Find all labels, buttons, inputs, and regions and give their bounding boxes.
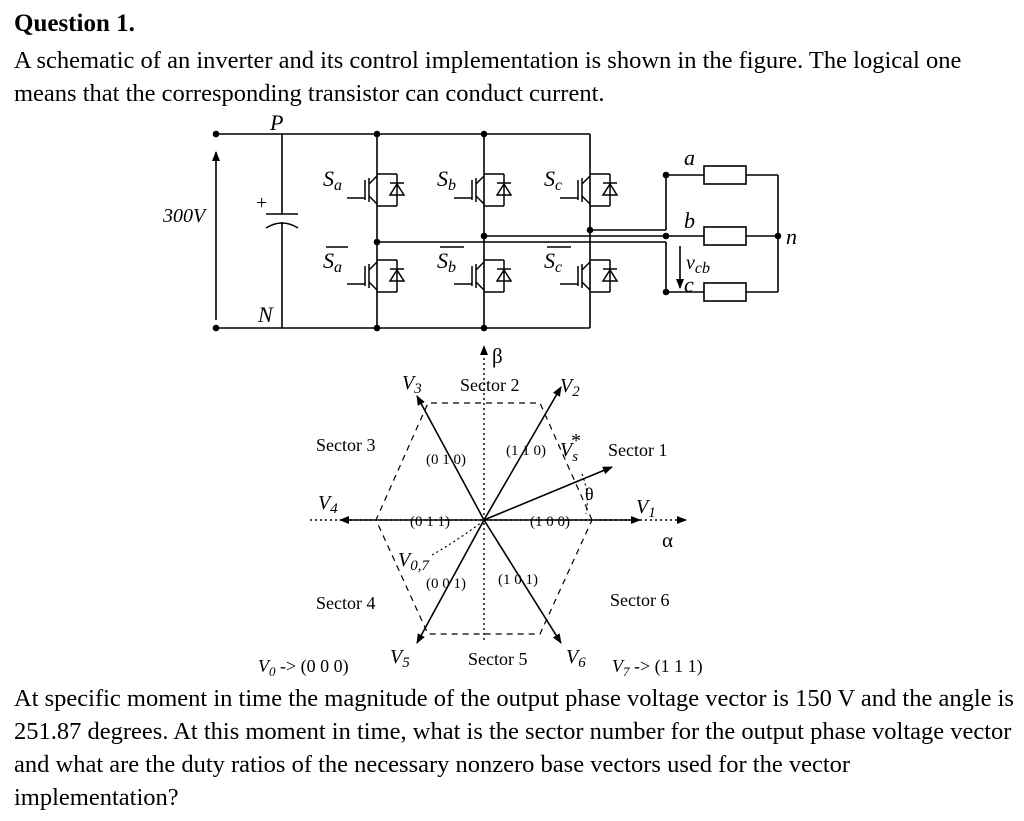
code-V3: (0 1 0)	[426, 452, 466, 468]
igbt-switch-c-bottom	[560, 259, 619, 293]
question-title: Question 1.	[14, 10, 135, 37]
label-output-b: b	[684, 208, 695, 233]
load-resistor-c	[703, 282, 747, 302]
label-V07: V0,7	[398, 549, 430, 574]
igbt-switch-b-bottom	[454, 259, 513, 293]
igbt-switch-a-top	[347, 173, 406, 207]
vector-V2	[483, 386, 562, 521]
igbt-switch-a-bottom	[347, 259, 406, 293]
load-resistor-b	[703, 226, 747, 246]
label-plus: +	[256, 192, 267, 214]
label-V2: V2	[560, 375, 580, 400]
igbt-switch-b-top	[454, 173, 513, 207]
label-V5: V5	[390, 646, 410, 671]
vector-V5	[416, 519, 485, 644]
label-alpha: α	[662, 528, 673, 552]
switch-array	[347, 173, 619, 293]
question-intro: A schematic of an inverter and its contr…	[14, 47, 962, 107]
label-output-c: c	[684, 272, 694, 297]
label-P: P	[269, 110, 283, 135]
zero-vector-pointer	[431, 521, 483, 556]
label-sector-1: Sector 1	[608, 440, 667, 460]
label-Sa-bar: Sa	[323, 248, 342, 276]
label-theta: θ	[585, 484, 594, 504]
label-vcb: vcb	[686, 252, 710, 277]
code-V4: (0 1 1)	[410, 514, 450, 530]
label-sector-2: Sector 2	[460, 375, 519, 395]
label-neutral: n	[786, 224, 797, 249]
label-V1: V1	[636, 496, 656, 521]
label-V4: V4	[318, 492, 338, 517]
label-beta: β	[492, 344, 503, 368]
label-Vs-star: Vs*	[560, 430, 580, 465]
code-V5: (0 0 1)	[426, 576, 466, 592]
label-sector-5: Sector 5	[468, 649, 527, 669]
igbt-switch-c-top	[560, 173, 619, 207]
label-sector-6: Sector 6	[610, 590, 669, 610]
label-V3: V3	[402, 372, 422, 397]
reference-vector-Vs	[483, 466, 613, 521]
label-Sb-bar: Sb	[437, 248, 456, 276]
label-V6: V6	[566, 646, 586, 671]
label-Sb: Sb	[437, 166, 456, 194]
label-V0-definition: V0 -> (0 0 0)	[258, 656, 349, 679]
vector-V3	[416, 395, 485, 521]
label-output-a: a	[684, 145, 695, 170]
label-sector-3: Sector 3	[316, 435, 375, 455]
label-V7-definition: V7 -> (1 1 1)	[612, 656, 703, 679]
label-sector-4: Sector 4	[316, 593, 375, 613]
space-vector-hexagon	[310, 345, 687, 644]
label-Sa: Sa	[323, 166, 342, 194]
inverter-schematic	[212, 130, 782, 332]
theta-arc	[581, 473, 588, 515]
question-text: At specific moment in time the magnitude…	[14, 685, 1014, 811]
code-V1: (1 0 0)	[530, 514, 570, 530]
load-resistor-a	[703, 165, 747, 185]
label-Sc: Sc	[544, 166, 562, 194]
code-V2: (1 1 0)	[506, 443, 546, 459]
vector-V6	[483, 519, 562, 644]
label-Sc-bar: Sc	[544, 248, 562, 276]
label-dc-voltage: 300V	[162, 205, 208, 227]
label-N: N	[257, 302, 274, 327]
code-V6: (1 0 1)	[498, 572, 538, 588]
